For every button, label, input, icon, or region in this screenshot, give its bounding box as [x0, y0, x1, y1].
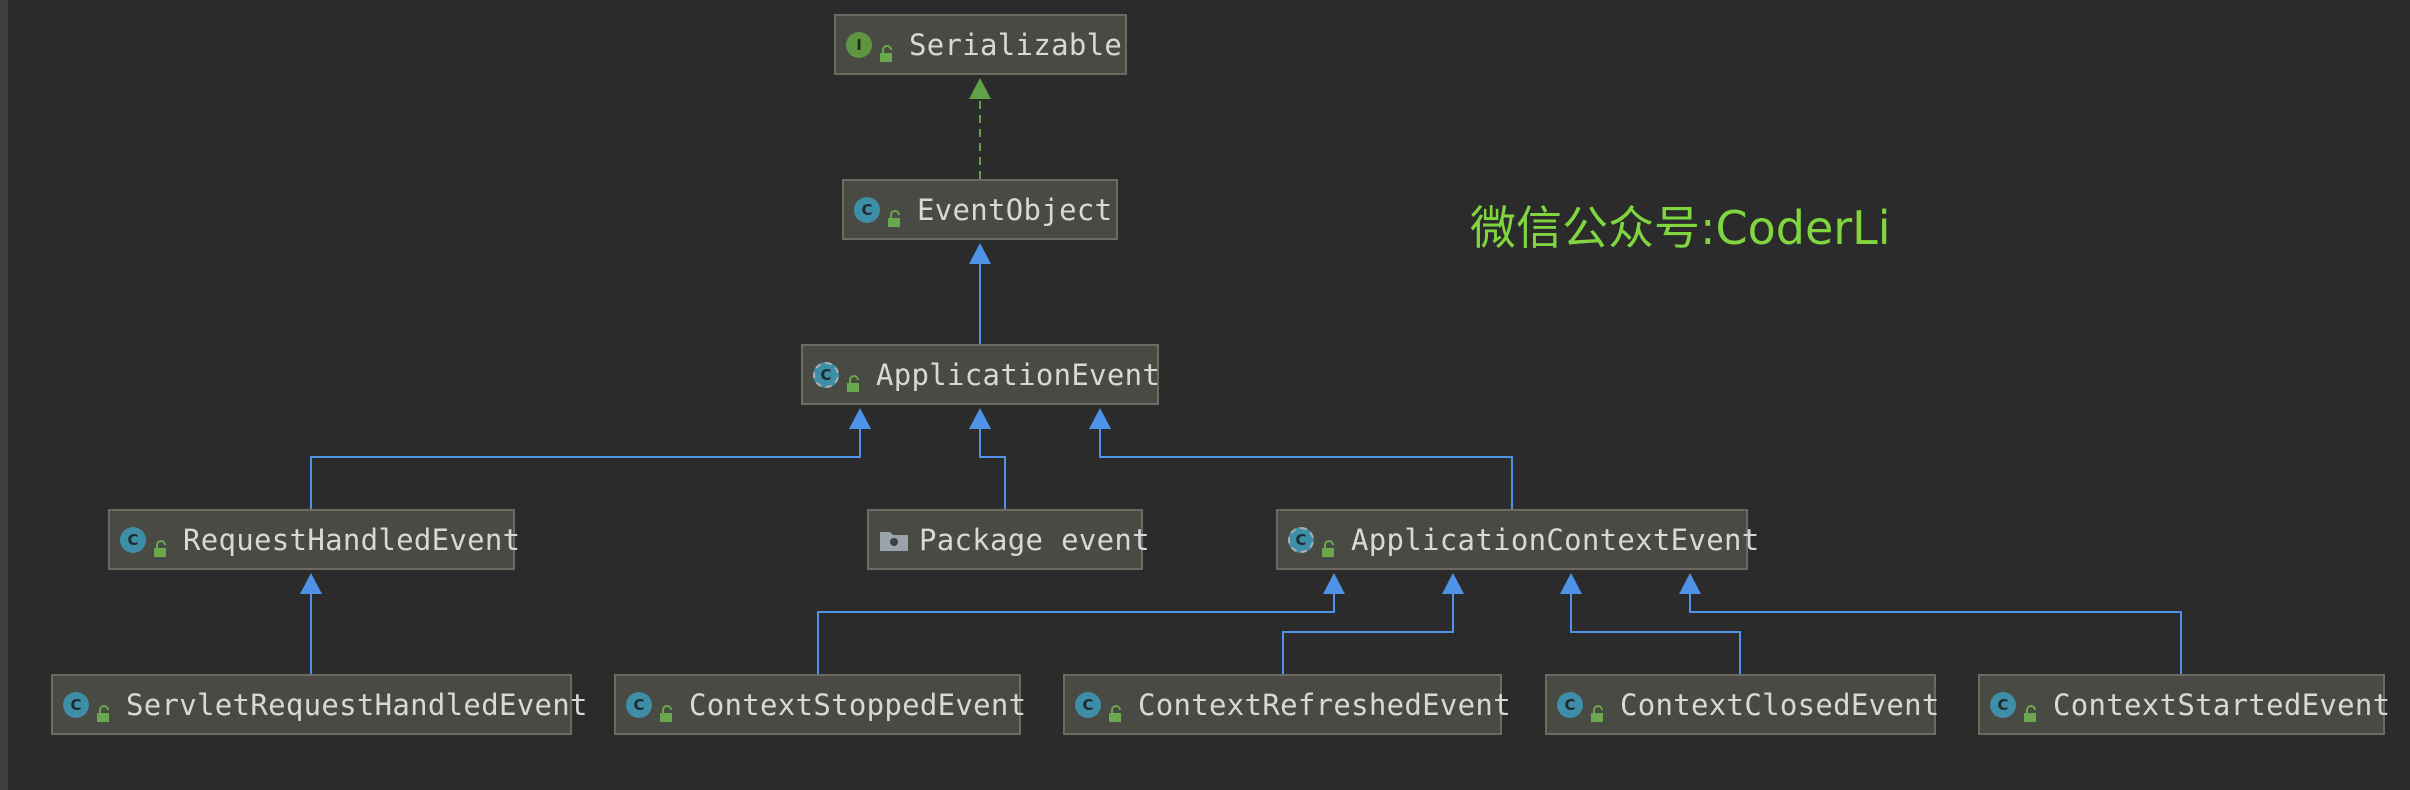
node-package-event[interactable]: Package event: [867, 509, 1150, 570]
arrowhead-context-stopped-event-to-application-context-event: [1323, 573, 1345, 594]
edge-application-context-event-to-application-event: [1099, 428, 1513, 509]
edge-request-handled-event-to-application-event: [310, 428, 861, 509]
class-icon: C: [63, 691, 89, 718]
node-label: ApplicationEvent: [876, 357, 1161, 392]
arrowhead-context-closed-event-to-application-context-event: [1560, 573, 1582, 594]
edge-package-event-to-application-event: [979, 428, 1006, 509]
watermark: 微信公众号:CoderLi: [1470, 201, 1891, 255]
node-label: Package event: [919, 522, 1150, 557]
node-label: EventObject: [917, 192, 1113, 227]
edge-context-closed-event-to-application-context-event: [1570, 593, 1741, 674]
public-lock-icon: [2023, 696, 2039, 722]
public-lock-icon: [1321, 531, 1337, 557]
node-label: RequestHandledEvent: [183, 522, 521, 557]
class-icon: C: [120, 526, 146, 553]
public-lock-icon: [846, 366, 862, 392]
arrowhead-application-context-event-to-application-event: [1089, 408, 1111, 429]
node-context-stopped-event[interactable]: C ContextStoppedEvent: [614, 674, 1026, 735]
package-icon: [879, 528, 909, 552]
public-lock-icon: [153, 531, 169, 557]
node-context-closed-event[interactable]: C ContextClosedEvent: [1545, 674, 1939, 735]
class-icon: C: [626, 691, 652, 718]
arrowhead-application-event-to-event-object: [969, 243, 991, 264]
node-context-started-event[interactable]: C ContextStartedEvent: [1978, 674, 2390, 735]
node-label: ApplicationContextEvent: [1351, 522, 1760, 557]
node-servlet-request-handled-event[interactable]: C ServletRequestHandledEvent: [51, 674, 587, 735]
public-lock-icon: [1108, 696, 1124, 722]
node-label: ContextRefreshedEvent: [1138, 687, 1511, 722]
node-application-event[interactable]: C ApplicationEvent: [801, 344, 1161, 405]
node-application-context-event[interactable]: C ApplicationContextEvent: [1276, 509, 1759, 570]
arrowhead-context-refreshed-event-to-application-context-event: [1442, 573, 1464, 594]
edge-context-started-event-to-application-context-event: [1689, 593, 2182, 674]
left-edge-strip: [0, 0, 8, 790]
node-event-object[interactable]: C EventObject: [842, 179, 1118, 240]
class-icon: C: [1990, 691, 2016, 718]
public-lock-icon: [887, 201, 903, 227]
arrowhead-request-handled-event-to-application-event: [849, 408, 871, 429]
arrowhead-event-object-to-serializable: [969, 78, 991, 99]
node-request-handled-event[interactable]: C RequestHandledEvent: [108, 509, 520, 570]
edge-context-refreshed-event-to-application-context-event: [1282, 593, 1454, 674]
node-label: ContextStartedEvent: [2053, 687, 2391, 722]
arrowhead-context-started-event-to-application-context-event: [1679, 573, 1701, 594]
node-label: Serializable: [909, 27, 1123, 62]
public-lock-icon: [879, 36, 895, 62]
abstract-class-icon: C: [1288, 526, 1314, 553]
public-lock-icon: [659, 696, 675, 722]
public-lock-icon: [96, 696, 112, 722]
arrowhead-package-event-to-application-event: [969, 408, 991, 429]
node-serializable[interactable]: I Serializable: [834, 14, 1127, 75]
node-context-refreshed-event[interactable]: C ContextRefreshedEvent: [1063, 674, 1511, 735]
node-label: ContextStoppedEvent: [689, 687, 1027, 722]
node-label: ContextClosedEvent: [1620, 687, 1940, 722]
interface-icon: I: [846, 31, 872, 58]
public-lock-icon: [1590, 696, 1606, 722]
node-label: ServletRequestHandledEvent: [126, 687, 588, 722]
class-icon: C: [854, 196, 880, 223]
abstract-class-icon: C: [813, 361, 839, 388]
class-icon: C: [1557, 691, 1583, 718]
class-icon: C: [1075, 691, 1101, 718]
arrowhead-servlet-request-handled-event-to-request-handled-event: [300, 573, 322, 594]
edge-context-stopped-event-to-application-context-event: [817, 593, 1335, 674]
